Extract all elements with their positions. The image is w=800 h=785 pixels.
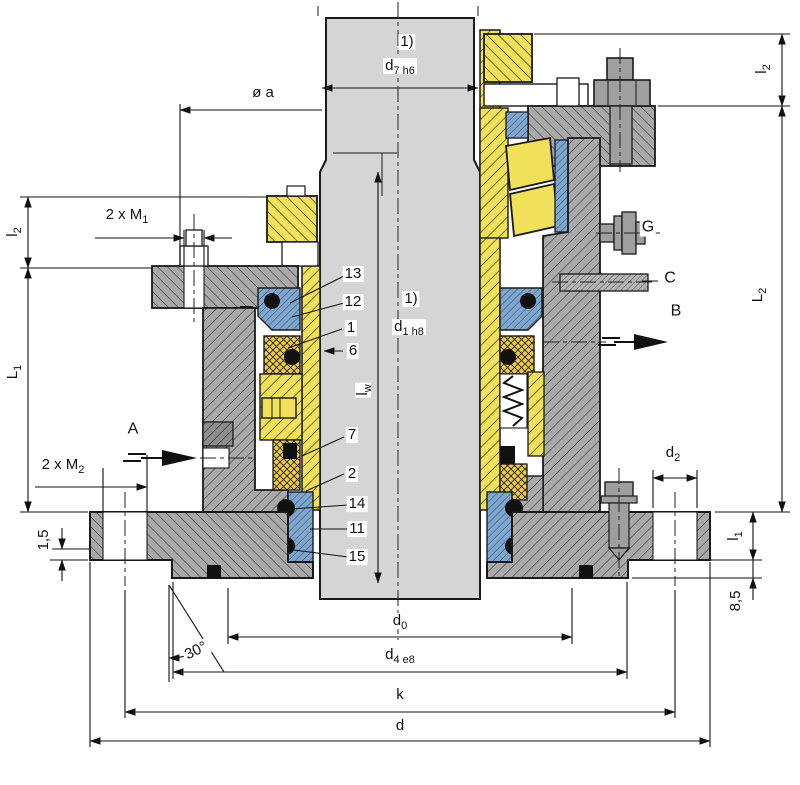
part-label-13: 13 — [342, 265, 364, 283]
shaft-sleeve-left — [301, 265, 321, 511]
flow-arrow-A — [123, 450, 197, 466]
part-label-6: 6 — [346, 342, 360, 360]
right-assembly — [479, 29, 656, 563]
gasket — [579, 565, 593, 578]
connection-label-A: A — [125, 420, 141, 439]
bearing-seal-ring — [505, 111, 529, 139]
dim-lw-label: lw — [354, 382, 375, 398]
part-label-1: 1 — [344, 319, 358, 337]
dim-d4-label: d4 e8 — [383, 646, 417, 667]
part-label-7: 7 — [345, 426, 359, 444]
spacer-ring — [281, 241, 319, 267]
dim-d7-label: d7 h6 — [383, 57, 417, 78]
o-ring — [284, 349, 300, 365]
dim-k-label: k — [394, 686, 406, 704]
leader-lines — [287, 275, 658, 558]
o-ring — [264, 293, 280, 309]
cover-stud — [556, 77, 580, 107]
dimension-lines — [20, 33, 790, 747]
dim-L1-label: L1 — [4, 362, 25, 382]
part-label-14: 14 — [346, 495, 368, 513]
part-label-12: 12 — [342, 293, 364, 311]
base-flange — [89, 481, 711, 579]
connection-label-C: C — [662, 269, 678, 288]
part-label-11: 11 — [347, 520, 367, 538]
set-screw — [261, 397, 297, 419]
dim-l2-right-label: l2 — [753, 62, 774, 76]
connection-label-B: B — [668, 302, 684, 321]
dim-one-five-label: 1,5 — [35, 527, 53, 553]
spring-retainer — [527, 371, 545, 457]
footnote-marker-d1: 1) — [402, 290, 420, 308]
bearing-roller — [509, 182, 559, 238]
dim-dia-a-label: ø a — [250, 84, 276, 102]
dim-d2-label: d2 — [663, 444, 683, 465]
sleeve-collar-right — [483, 33, 533, 83]
shaft — [317, 6, 481, 600]
drive-ring — [283, 443, 297, 459]
footnote-marker-d7: 1) — [398, 33, 416, 51]
connection-label-G: G — [639, 218, 657, 237]
coil-spring — [501, 375, 525, 427]
left-assembly — [151, 185, 321, 563]
o-ring — [520, 293, 536, 309]
bearing-roller — [505, 136, 555, 192]
collar-screw — [286, 185, 306, 197]
dim-L2-label: L2 — [749, 285, 770, 305]
dim-eight-five-label: 8,5 — [727, 588, 745, 614]
seat-ring-left — [257, 287, 301, 331]
seat-ring-right — [499, 287, 543, 331]
part-label-15: 15 — [346, 548, 368, 566]
flow-arrow-B — [598, 334, 668, 350]
dim-l1-right-label: l1 — [725, 529, 746, 543]
dim-d1-label: d1 h8 — [392, 318, 426, 339]
drive-ring — [500, 446, 515, 464]
bearing-inner-ring — [479, 107, 509, 239]
dim-l2-left-label: l2 — [4, 225, 25, 239]
seal-face-left — [263, 335, 301, 375]
o-ring — [500, 349, 516, 365]
clamp-block — [202, 421, 234, 447]
dim-m1-label: 2 x M1 — [103, 206, 151, 227]
sleeve-collar-left — [266, 195, 318, 243]
dim-m2-label: 2 x M2 — [39, 456, 87, 477]
dim-d0-label: d0 — [390, 612, 410, 633]
part-label-2: 2 — [345, 465, 359, 483]
dim-d-label: d — [393, 717, 407, 735]
gasket — [207, 565, 221, 578]
